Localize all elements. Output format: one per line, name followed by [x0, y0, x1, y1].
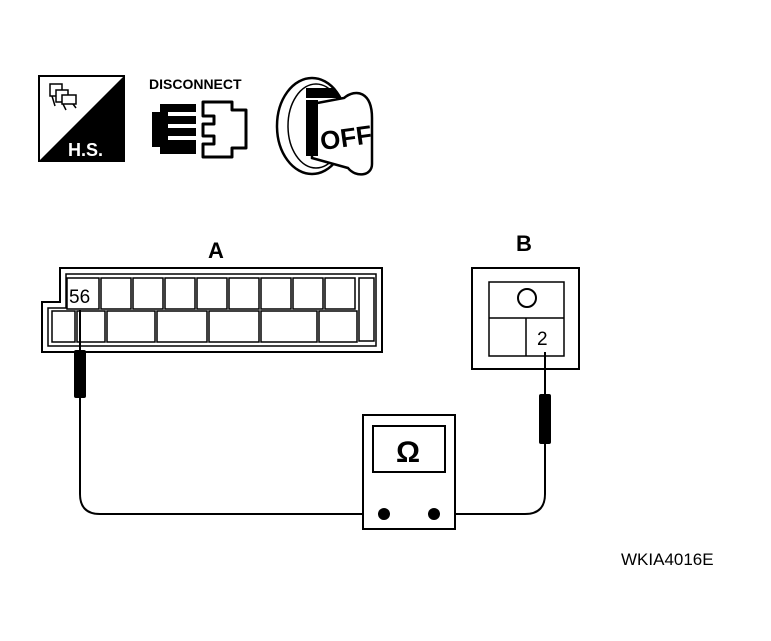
figure-id: WKIA4016E — [621, 550, 714, 569]
off-label: OFF — [318, 119, 374, 156]
ohm-symbol: Ω — [396, 436, 420, 469]
connector-b-label: B — [516, 231, 532, 256]
ohmmeter: Ω — [362, 414, 456, 530]
connector-b-terminal: 2 — [537, 329, 548, 350]
connector-a-terminal: 56 — [69, 287, 90, 308]
probe-b — [434, 352, 551, 515]
connector-a: A 56 — [41, 238, 383, 353]
disconnect-label: DISCONNECT — [149, 76, 242, 92]
ignition-key-off-icon: OFF — [275, 76, 374, 176]
connector-b: B 2 — [471, 231, 580, 370]
connector-a-label: A — [208, 238, 224, 263]
hs-badge-icon: H.S. — [38, 75, 125, 162]
hs-label: H.S. — [68, 140, 103, 160]
meter-terminal-left — [378, 508, 390, 520]
disconnect-connector-icon: DISCONNECT — [149, 76, 248, 159]
probe-a — [74, 310, 384, 515]
meter-terminal-right — [428, 508, 440, 520]
